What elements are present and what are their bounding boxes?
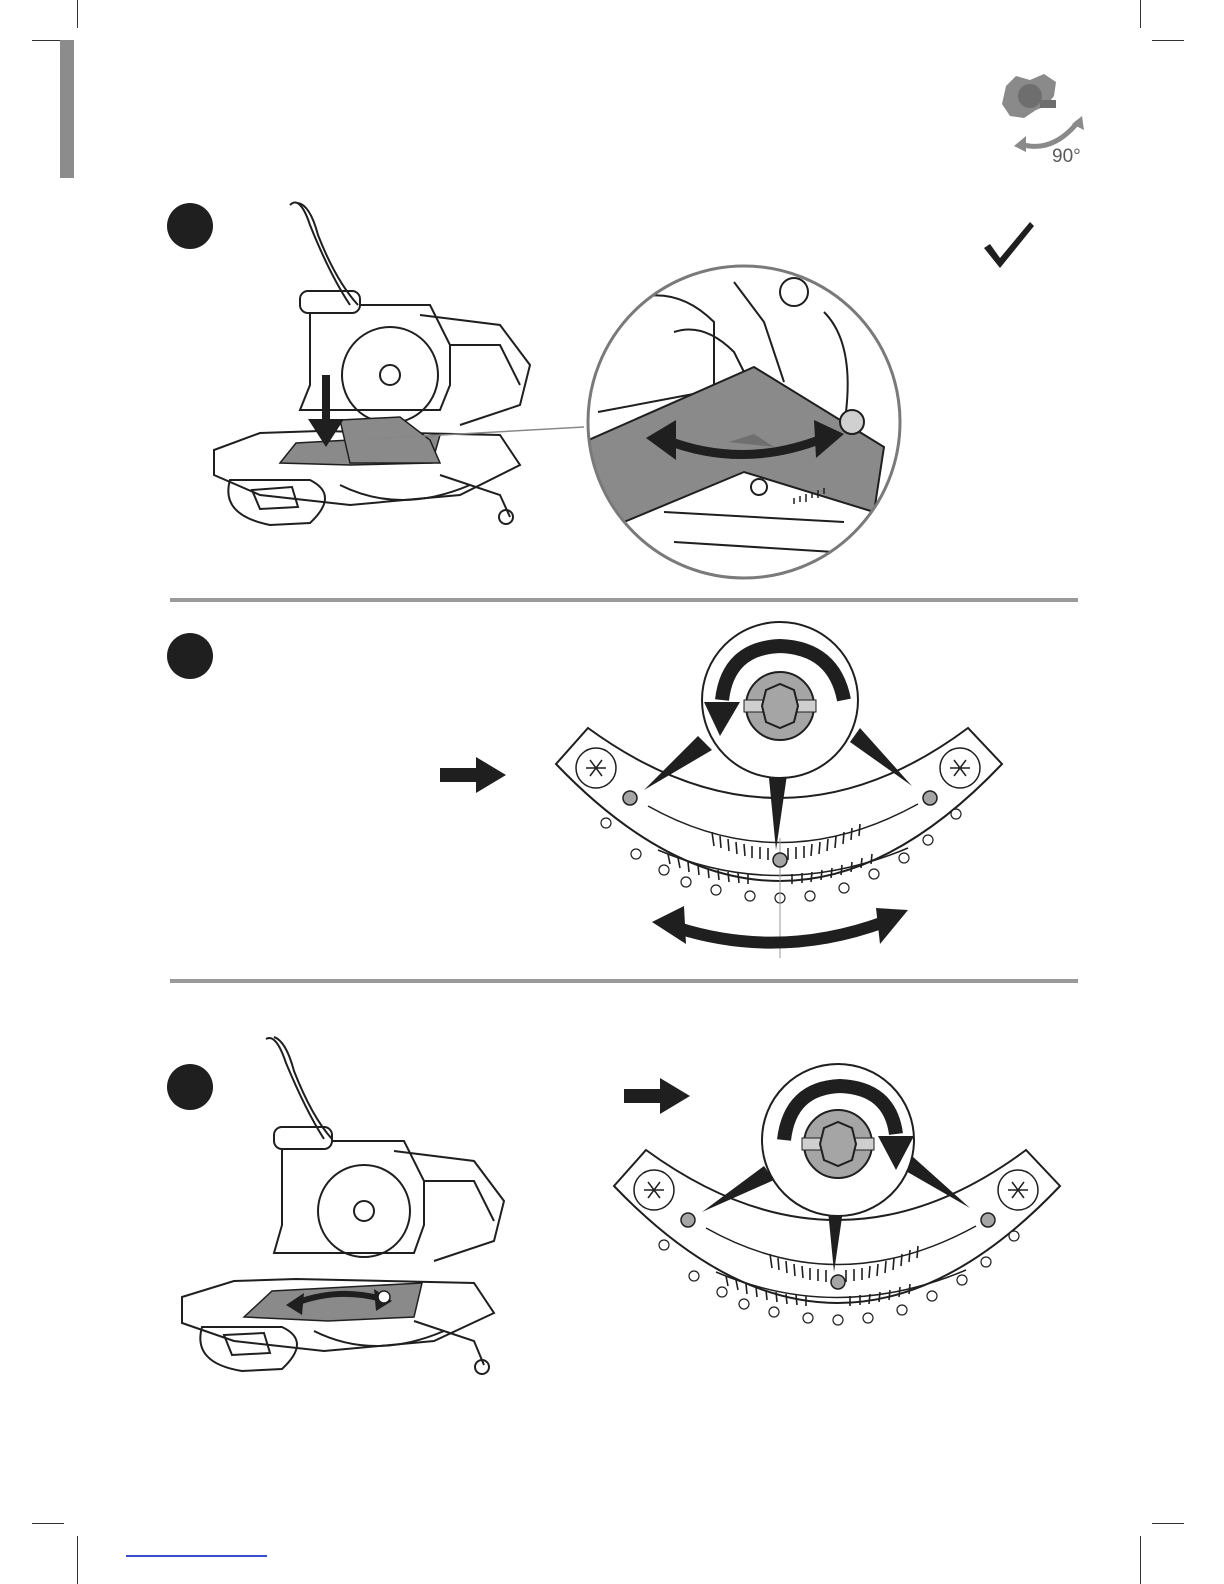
crop-mark-top-right-v <box>1140 0 1141 28</box>
section-divider-2 <box>170 979 1078 983</box>
down-arrow-shaft <box>322 375 330 423</box>
miter-scale-diagram-3 <box>606 1062 1076 1362</box>
crop-mark-bottom-left-h <box>32 1523 64 1524</box>
section-divider-1 <box>170 598 1078 602</box>
step-2-marker <box>167 633 213 679</box>
crop-mark-top-left-v <box>77 0 78 28</box>
miter-saw-rotate-icon <box>996 66 1088 158</box>
miter-saw-illustration-1 <box>200 195 560 555</box>
detail-magnifier-1 <box>584 262 904 582</box>
crop-mark-bottom-left-v <box>77 1536 78 1584</box>
footer-link-underline[interactable] <box>126 1555 267 1557</box>
crop-mark-bottom-right-v <box>1140 1536 1141 1584</box>
miter-saw-illustration-3 <box>178 1035 528 1395</box>
miter-scale-diagram-2 <box>548 618 1018 963</box>
angle-label: 90° <box>1052 146 1081 168</box>
crop-mark-bottom-right-h <box>1152 1523 1184 1524</box>
right-arrow-icon <box>440 757 506 793</box>
check-icon <box>980 218 1036 270</box>
crop-mark-top-right-h <box>1152 40 1184 41</box>
section-tab <box>60 40 74 178</box>
